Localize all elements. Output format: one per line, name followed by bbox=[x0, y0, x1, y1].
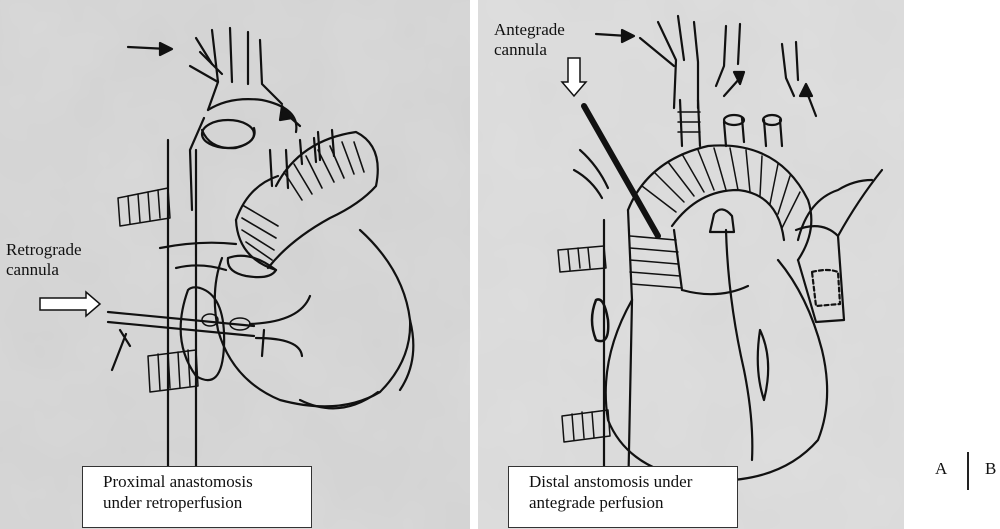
caption-b: Distal anstomosis under antegrade perfus… bbox=[508, 466, 738, 528]
panel-a: Retrograde cannula Proximal anastomosis … bbox=[0, 0, 470, 529]
antegrade-cannula-label: Antegrade cannula bbox=[494, 20, 565, 60]
panel-key-divider bbox=[967, 452, 969, 490]
caption-a: Proximal anastomosis under retroperfusio… bbox=[82, 466, 312, 528]
panel-b-illustration bbox=[478, 0, 904, 529]
retrograde-cannula-label: Retrograde cannula bbox=[6, 240, 82, 280]
panel-key-a: A bbox=[935, 459, 947, 479]
panel-key-b: B bbox=[985, 459, 996, 479]
panel-b: Antegrade cannula Distal anstomosis unde… bbox=[478, 0, 904, 529]
